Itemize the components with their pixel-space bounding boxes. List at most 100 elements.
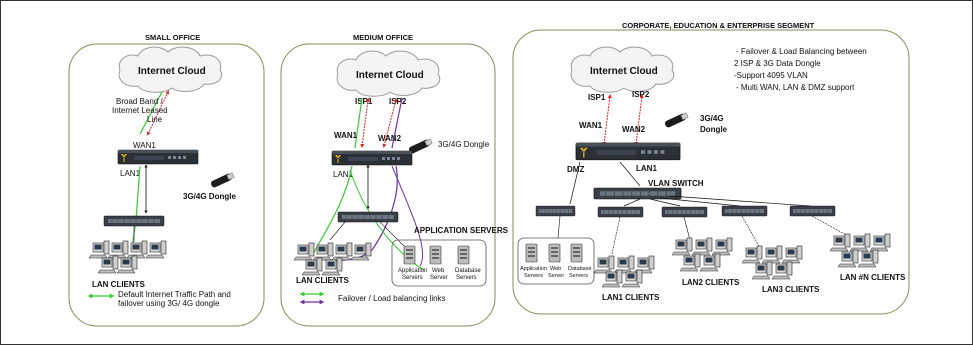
pc-icon (97, 255, 119, 274)
feature-line: - Multi WAN, LAN & DMZ support (736, 83, 855, 92)
corporate-dmz-link (569, 161, 581, 205)
medium-switch (337, 211, 399, 223)
pc-icon (781, 245, 803, 264)
medium-office-border (280, 43, 496, 327)
medium-cloud-label: Internet Cloud (356, 70, 424, 81)
pc-icon (857, 249, 879, 268)
medium-server3-line1: Database (455, 268, 481, 274)
pc-icon (301, 257, 323, 276)
small-office-title: SMALL OFFICE (145, 33, 200, 42)
medium-server3-line2: Servers (456, 275, 477, 281)
small-firewall-appliance (117, 149, 199, 165)
lann-clients (829, 233, 891, 268)
corporate-vlan-switch (593, 187, 682, 200)
medium-legend-label: Failover / Load balancing links (338, 294, 446, 303)
small-link-label-2: Internet Leased (112, 106, 168, 115)
corporate-wan2-label: WAN2 (622, 125, 646, 134)
medium-server2-line1: Web (432, 268, 445, 274)
pc-icon (312, 242, 334, 261)
small-legend-line2: failover using 3G/ 4G dongle (118, 299, 220, 308)
small-office-border (68, 43, 265, 327)
corporate-server-box (517, 237, 595, 285)
feature-line: - Failover & Load Balancing between (736, 47, 867, 56)
pc-icon (126, 240, 148, 259)
corporate-lan-link (619, 161, 641, 187)
pc-icon (145, 240, 167, 259)
pc-icon (88, 240, 110, 259)
small-wan-label: WAN1 (133, 141, 156, 150)
server-icon (570, 243, 583, 263)
feature-line: 2 ISP & 3G Data Dongle (734, 59, 821, 68)
small-cloud-label: Internet Cloud (138, 66, 206, 77)
lann-client-link (811, 215, 849, 237)
pc-icon (107, 240, 129, 259)
corporate-border (512, 29, 910, 315)
corporate-lan-label: LAN1 (636, 164, 657, 173)
corporate-isp2-label: ISP2 (632, 90, 650, 99)
vlan-link (623, 198, 641, 207)
pc-icon (711, 237, 733, 256)
corporate-dmz-switch (535, 205, 576, 217)
corporate-panel: CORPORATE, EDUCATION & ENTERPRISE SEGMEN… (512, 21, 910, 315)
corporate-server2-line1: Web (550, 266, 561, 272)
pc-icon (671, 237, 693, 256)
corporate-dongle-label-1: 3G/4G (700, 114, 724, 123)
vlan-link (669, 195, 811, 207)
corporate-server1-line1: Application (520, 266, 547, 272)
medium-switch-link-1 (329, 221, 346, 241)
pc-icon (699, 253, 721, 272)
pc-icon (837, 249, 859, 268)
medium-server-box (391, 239, 487, 287)
corporate-dongle-label-2: Dongle (700, 125, 728, 134)
corporate-feature-list: - Failover & Load Balancing between 2 IS… (734, 47, 867, 92)
small-office-panel: SMALL OFFICE Internet Cloud Broad Band /… (68, 33, 265, 327)
medium-lan-clients (293, 242, 372, 276)
small-link-label-1: Broad Band / (116, 97, 163, 106)
pc-icon (350, 242, 372, 261)
corporate-firewall-appliance (575, 142, 681, 161)
corporate-lann-switch (789, 205, 836, 217)
corporate-isp1-link (602, 94, 612, 146)
small-wan-link (147, 90, 169, 136)
small-cloud: Internet Cloud (118, 46, 223, 93)
pc-icon (691, 237, 713, 256)
server-icon (525, 243, 538, 263)
lan3-clients (741, 245, 803, 280)
corporate-title: CORPORATE, EDUCATION & ENTERPRISE SEGMEN… (622, 21, 815, 30)
pc-icon (751, 261, 773, 280)
medium-office-panel: MEDIUM OFFICE Internet Cloud ISP1 ISP2 W… (280, 33, 509, 327)
lann-clients-label: LAN #N CLIENTS (840, 273, 906, 282)
small-dongle-label: 3G/4G Dongle (183, 192, 236, 201)
medium-office-title: MEDIUM OFFICE (353, 33, 413, 42)
corporate-cloud: Internet Cloud (570, 46, 675, 93)
feature-line: -Support 4095 VLAN (734, 71, 808, 80)
medium-server1-line2: Servers (402, 275, 423, 281)
corporate-isp2-link (634, 94, 644, 146)
lan1-client-link (611, 216, 621, 255)
pc-icon (116, 255, 138, 274)
pc-icon (679, 253, 701, 272)
medium-green-server-path (349, 169, 425, 271)
small-lan-clients (88, 240, 167, 274)
pc-icon (849, 233, 871, 252)
medium-isp2-label: ISP2 (389, 97, 407, 106)
pc-icon (321, 257, 343, 276)
medium-cloud: Internet Cloud (336, 50, 441, 97)
pc-icon (829, 233, 851, 252)
pc-icon (869, 233, 891, 252)
medium-switch-link-2 (379, 221, 405, 247)
corporate-lan2-switch (661, 206, 708, 218)
corporate-vlan-switch-label: VLAN SWITCH (648, 179, 704, 188)
medium-app-servers-title: APPLICATION SERVERS (414, 226, 509, 235)
medium-isp2-link (382, 98, 398, 148)
medium-isp1-label: ISP1 (355, 97, 373, 106)
small-lan-label: LAN1 (120, 169, 141, 178)
medium-wan2-label: WAN2 (378, 134, 402, 143)
medium-lan-label: LAN1 (333, 170, 354, 179)
medium-green-isp-path (354, 97, 363, 149)
dmz-server-link (557, 215, 561, 239)
lan2-client-link (683, 216, 691, 241)
corporate-lan3-switch (721, 205, 768, 217)
